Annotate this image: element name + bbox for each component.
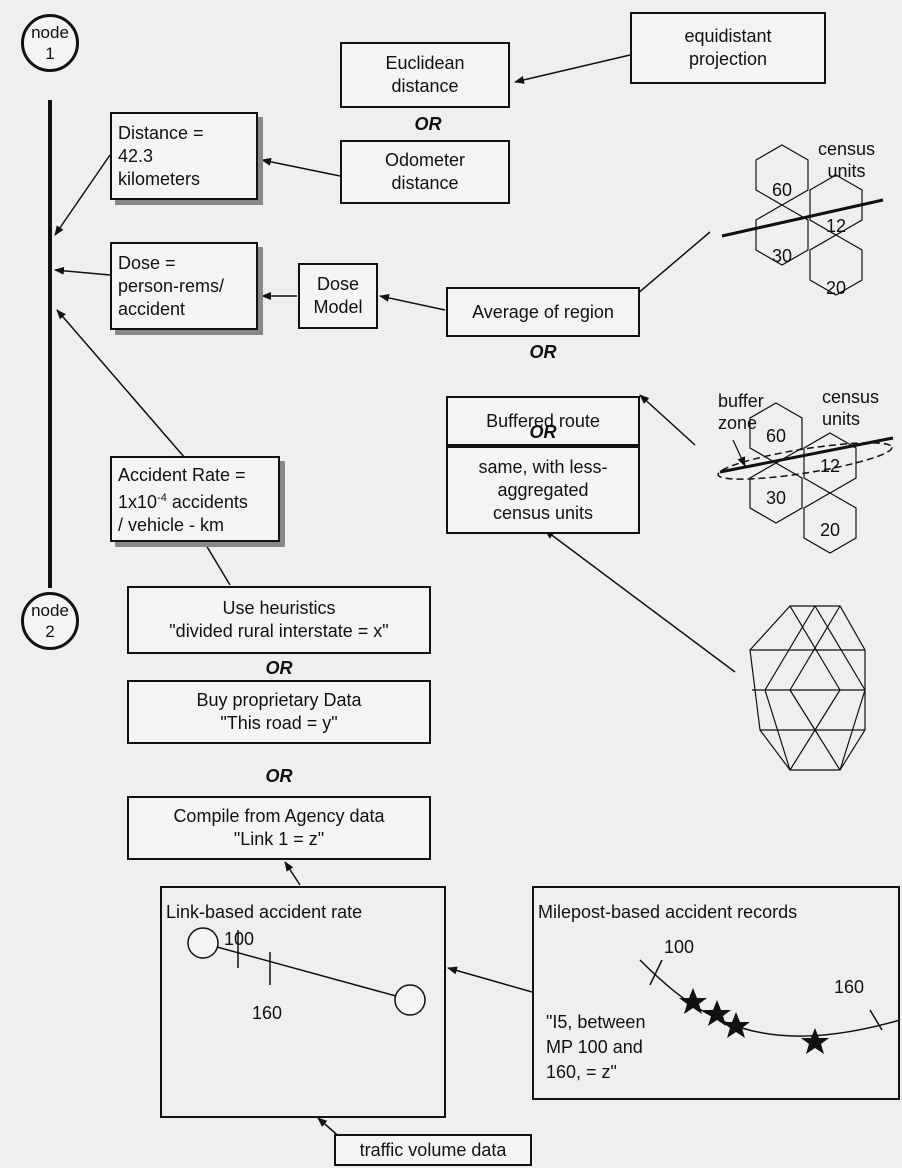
arrow-odometer-to-distance	[261, 157, 341, 177]
node-2-label: node	[31, 601, 69, 620]
hex-value-20-top: 20	[825, 278, 847, 298]
euclidean-distance-box: Euclidean distance	[340, 42, 510, 108]
hex-value-60-middle: 60	[765, 426, 787, 446]
dose-model-box: Dose Model	[298, 263, 378, 329]
milepost-panel-mp-100: 100	[664, 937, 695, 957]
hex-value-60-top: 60	[771, 180, 793, 200]
less-aggregated-box: same, with less- aggregated census units	[446, 446, 640, 534]
arrow-projection-to-euclidean	[514, 54, 631, 84]
link-panel-mp-160: 160	[252, 1003, 283, 1023]
distance-box: Distance = 42.3 kilometers	[110, 112, 258, 200]
accident-rate-line-2: 1x10-4 accidents	[118, 487, 278, 514]
milepost-panel-title: Milepost-based accident records	[538, 902, 798, 922]
arrow-hex2-to-buffered	[639, 394, 696, 446]
hex-value-20-middle: 20	[819, 520, 841, 540]
dose-box: Dose = person-rems/ accident	[110, 242, 258, 330]
accident-rate-box: Accident Rate = 1x10-4 accidents / vehic…	[110, 456, 280, 542]
link-panel-title: Link-based accident rate	[166, 902, 363, 922]
link-panel-mp-100: 100	[224, 929, 255, 949]
buffer-zone-ellipse	[717, 442, 893, 480]
milepost-panel-quote: "I5, between MP 100 and 160, = z"	[546, 1012, 646, 1082]
average-of-region-box: Average of region	[446, 287, 640, 337]
arrow-accident-to-link	[56, 309, 186, 459]
node-2: node 2	[21, 592, 79, 650]
accident-rate-exponent: -4	[157, 492, 167, 504]
accident-rate-unit: accidents	[166, 492, 248, 512]
accident-rate-line-3: / vehicle - km	[118, 515, 225, 535]
link-based-panel	[160, 886, 446, 1118]
or-label-2: OR	[529, 342, 557, 362]
or-label-3: OR	[529, 422, 557, 442]
arrow-dose-to-link	[54, 266, 111, 276]
milepost-panel-mp-160: 160	[834, 977, 865, 997]
route-line-middle	[719, 436, 894, 474]
link-panel-drawing	[187, 927, 426, 1016]
milepost-based-panel	[532, 886, 900, 1100]
arrow-heuristics-to-accident	[199, 534, 231, 586]
or-label-5: OR	[265, 766, 293, 786]
or-label-4: OR	[265, 658, 293, 678]
census-units-label-top: census units	[818, 139, 876, 181]
node-1-label: node	[31, 23, 69, 42]
buffer-zone-label: buffer zone	[718, 391, 764, 433]
node-1: node 1	[21, 14, 79, 72]
accident-rate-line-1: Accident Rate =	[118, 465, 246, 485]
hex-value-30-top: 30	[771, 246, 793, 266]
accident-rate-coefficient: 1x10	[118, 492, 158, 512]
odometer-distance-box: Odometer distance	[340, 140, 510, 204]
arrow-buffer-label	[732, 439, 746, 467]
arrow-tri-to-lessagg	[544, 529, 736, 673]
triangle-grid	[749, 605, 866, 771]
census-hex-grid-top	[755, 144, 863, 296]
accident-stars	[679, 988, 829, 1054]
hex-value-12-middle: 12	[819, 456, 841, 476]
proprietary-data-box: Buy proprietary Data "This road = y"	[127, 680, 431, 744]
census-hex-grid-middle	[749, 402, 857, 554]
node-2-number: 2	[45, 622, 55, 641]
node-1-number: 1	[45, 44, 55, 63]
hex-value-12-top: 12	[825, 216, 847, 236]
agency-data-box: Compile from Agency data "Link 1 = z"	[127, 796, 431, 860]
or-label-1: OR	[414, 114, 442, 134]
buffered-route-box: Buffered route	[446, 396, 640, 446]
equidistant-projection-box: equidistant projection	[630, 12, 826, 84]
route-line-top	[721, 198, 884, 238]
census-units-label-middle: census units	[822, 387, 880, 429]
arrow-hex1-to-average	[629, 231, 711, 301]
arrow-link-to-agency	[284, 861, 301, 886]
heuristics-box: Use heuristics "divided rural interstate…	[127, 586, 431, 654]
hex-value-30-middle: 30	[765, 488, 787, 508]
arrow-average-to-dosemodel	[379, 293, 446, 311]
traffic-volume-box: traffic volume data	[334, 1134, 532, 1166]
arrow-milepost-to-link	[447, 966, 533, 993]
arrow-distance-to-link	[54, 154, 111, 236]
